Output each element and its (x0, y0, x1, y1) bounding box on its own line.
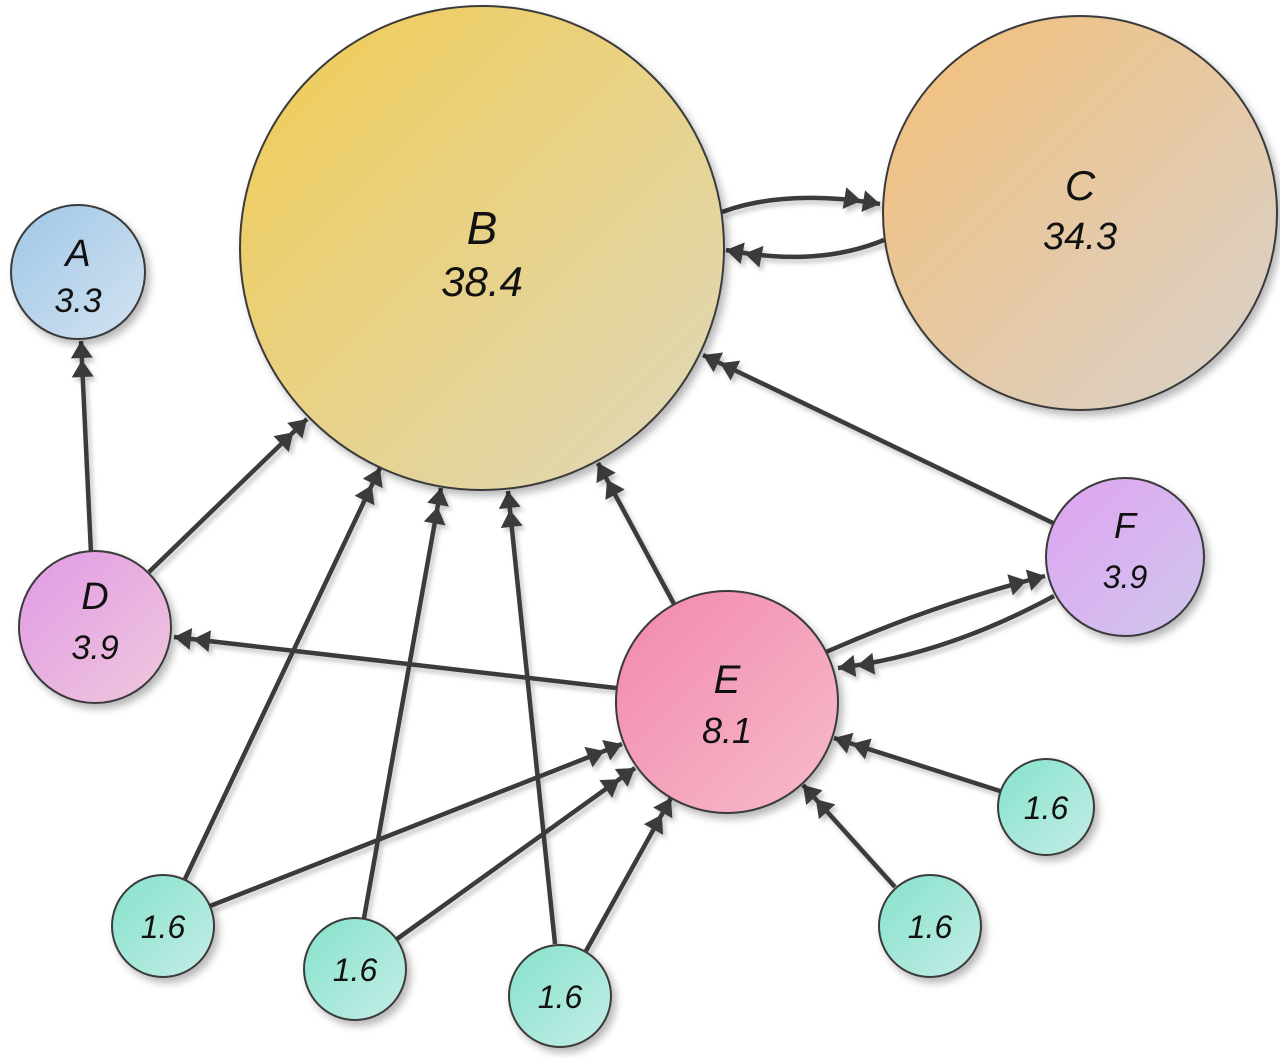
edge-G1-to-E (209, 739, 623, 909)
node-F-circle (1045, 477, 1205, 637)
node-A-label: A (63, 233, 90, 275)
node-A-circle (10, 204, 146, 340)
node-G5-circle (997, 758, 1095, 856)
edge-G4-to-E (801, 783, 897, 889)
node-F-value: 3.9 (1103, 559, 1148, 595)
edge-G1-to-B (182, 467, 383, 880)
node-E-value: 8.1 (702, 710, 752, 751)
node-G3-circle (508, 944, 612, 1048)
node-B-value: 38.4 (441, 258, 523, 305)
node-G3-value: 1.6 (538, 979, 583, 1015)
edge-G3-to-E (584, 796, 673, 953)
node-D-label: D (81, 576, 108, 618)
node-E-circle (615, 590, 839, 814)
node-B-label: B (467, 202, 498, 254)
edge-B-to-C (721, 187, 881, 215)
node-G4-value: 1.6 (908, 909, 953, 945)
node-A-value: 3.3 (54, 282, 101, 320)
node-C-value: 34.3 (1043, 216, 1117, 258)
node-B-circle (239, 5, 725, 491)
edge-D-to-B (147, 417, 309, 574)
node-G5-value: 1.6 (1024, 790, 1069, 826)
edges-layer (70, 187, 1056, 953)
edge-D-to-A (70, 340, 94, 554)
edge-F-to-E (837, 594, 1056, 677)
labels-layer: A 3.3 B 38.4 C 34.3 D 3.9 E 8.1 F 3.9 1.… (54, 162, 1147, 1015)
node-G4-circle (878, 874, 982, 978)
edge-G2-to-E (395, 766, 637, 941)
edge-G3-to-B (498, 490, 558, 945)
edge-E-to-F (825, 569, 1046, 655)
node-D-circle (18, 550, 172, 704)
edge-E-to-D (173, 628, 617, 691)
node-G2-circle (303, 917, 407, 1021)
node-G1-circle (111, 874, 215, 978)
node-C-label: C (1065, 162, 1096, 209)
edge-E-to-B (596, 461, 676, 606)
node-G1-value: 1.6 (141, 909, 186, 945)
node-D-value: 3.9 (71, 629, 118, 667)
edge-C-to-B (725, 237, 885, 268)
node-G2-value: 1.6 (333, 952, 378, 988)
circles-layer (10, 5, 1278, 1048)
node-C-circle (882, 15, 1278, 411)
node-E-label: E (714, 658, 742, 702)
edge-F-to-B (702, 352, 1054, 526)
edge-G2-to-B (361, 487, 449, 919)
edge-G5-to-E (833, 732, 1001, 794)
node-F-label: F (1114, 505, 1138, 546)
